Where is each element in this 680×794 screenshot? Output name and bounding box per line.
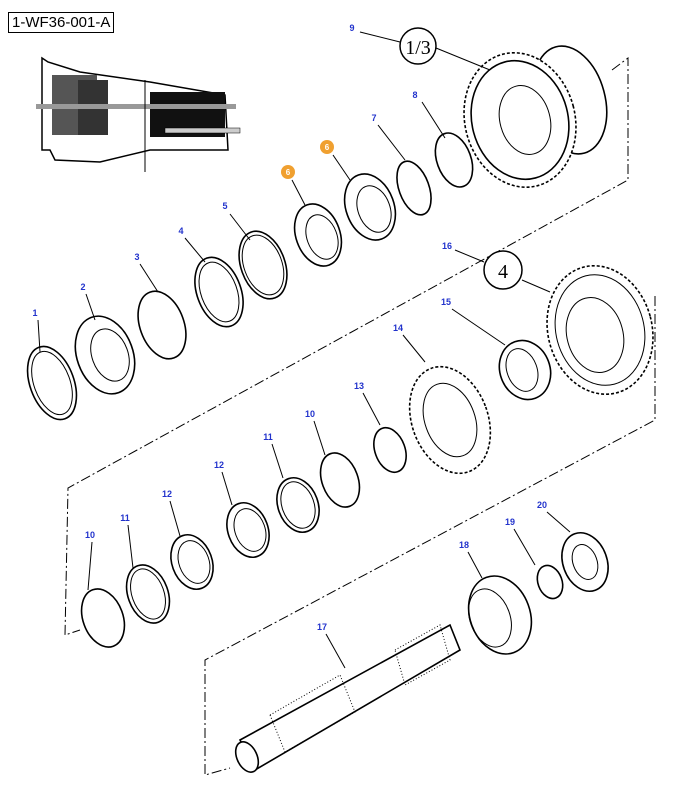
callout-6-highlighted[interactable]: 6 [320,140,334,154]
svg-text:6: 6 [286,168,291,177]
svg-text:1/3: 1/3 [405,37,431,59]
group-marker-1-3: 1/3 [399,27,437,65]
part-18-bearing[interactable] [458,567,542,663]
part-17-mainshaft[interactable] [231,623,461,776]
part-8-ring[interactable] [428,128,479,192]
callout-13[interactable]: 13 [354,381,364,391]
callout-11[interactable]: 11 [263,432,273,442]
part-6-bearing-cup-b[interactable] [336,167,404,247]
callout-11[interactable]: 11 [120,513,130,523]
diagram-reference-code: 1-WF36-001-A [8,12,115,33]
part-6-bearing-cup-a[interactable] [286,197,349,272]
callout-19[interactable]: 19 [505,517,515,527]
part-4-ring[interactable] [186,251,252,334]
callout-5[interactable]: 5 [222,201,227,211]
callout-3[interactable]: 3 [134,252,139,262]
callout-7[interactable]: 7 [371,113,376,123]
part-7-ring[interactable] [390,157,437,220]
part-20-seal[interactable] [554,526,616,597]
callout-6-highlighted[interactable]: 6 [281,165,295,179]
part-3-snap-ring[interactable] [129,285,194,366]
callout-9[interactable]: 9 [349,23,354,33]
callout-17[interactable]: 17 [317,622,327,632]
part-12-bushing-b[interactable] [164,529,221,595]
callout-12[interactable]: 12 [214,460,224,470]
leader-lines [37,31,571,669]
callout-18[interactable]: 18 [459,540,469,550]
part-5-ring[interactable] [230,225,295,306]
group-marker-4: 4 [483,250,523,290]
callout-1[interactable]: 1 [32,308,37,318]
callout-10[interactable]: 10 [305,409,315,419]
part-16-gear[interactable] [533,254,667,406]
callout-4[interactable]: 4 [178,226,183,236]
callout-14[interactable]: 14 [393,323,403,333]
callout-16[interactable]: 16 [442,241,452,251]
callout-15[interactable]: 15 [441,297,451,307]
part-11-ring-b[interactable] [119,559,177,629]
part-2-bearing[interactable] [65,308,145,402]
callout-2[interactable]: 2 [80,282,85,292]
part-12-bushing-a[interactable] [220,497,277,563]
part-1-ring[interactable] [18,340,85,426]
assembly-line-lower [204,296,656,776]
callout-10[interactable]: 10 [85,530,95,540]
callout-12[interactable]: 12 [162,489,172,499]
transmission-thumbnail [36,56,241,172]
svg-text:4: 4 [498,261,508,283]
part-19-ring[interactable] [533,562,567,602]
part-13-ring[interactable] [368,423,412,476]
callout-20[interactable]: 20 [537,500,547,510]
part-10-ring-b[interactable] [74,583,132,653]
part-10-ring-a[interactable] [314,448,367,513]
part-14-synchronizer[interactable] [395,355,504,484]
svg-text:6: 6 [325,143,330,152]
part-11-ring-a[interactable] [270,472,327,538]
callout-8[interactable]: 8 [412,90,417,100]
part-9-gear[interactable] [449,38,618,200]
part-15-bushing[interactable] [491,333,559,406]
